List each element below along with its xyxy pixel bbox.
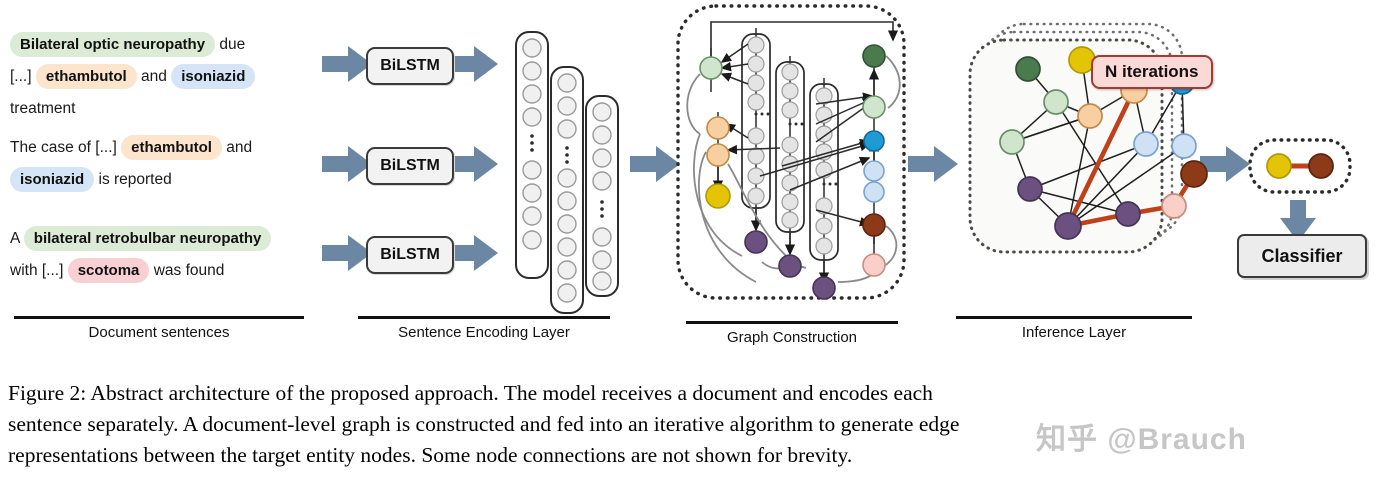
- entity-chip-scotoma: scotoma: [67, 258, 150, 284]
- sentence-1: Bilateral optic neuropathy due [...] eth…: [10, 30, 320, 124]
- sentence-2-text-and: and: [221, 139, 253, 156]
- entity-chip-bilateral-retrobulbar-neuropathy: bilateral retrobulbar neuropathy: [23, 226, 272, 252]
- gc-colored-nodes: [699, 44, 886, 300]
- entity-chip-bilateral-optic-neuropathy: Bilateral optic neuropathy: [10, 32, 216, 58]
- sentence-1-text-due: due: [215, 36, 246, 53]
- gc-sentence-column-2: [775, 56, 805, 256]
- bilstm-box-1: BiLSTM: [366, 47, 454, 85]
- sentence-2-text-is-reported: is reported: [94, 171, 172, 188]
- entity-chip-ethambutol-s2: ethambutol: [121, 135, 222, 161]
- figure-caption-line-2: sentence separately. A document-level gr…: [8, 412, 960, 436]
- figure-caption-line-3: representations between the target entit…: [8, 443, 853, 467]
- inference-layer-panel: [968, 22, 1208, 254]
- layer-caption-graph-construction: Graph Construction: [686, 321, 898, 346]
- edge-representation-output: [1248, 138, 1352, 194]
- figure-caption: Figure 2: Abstract architecture of the p…: [8, 378, 1378, 471]
- bilstm-box-2: BiLSTM: [366, 147, 454, 185]
- classifier-box: Classifier: [1237, 234, 1367, 278]
- n-iterations-badge: N iterations: [1091, 55, 1213, 89]
- architecture-svg-canvas: [322, 4, 1352, 314]
- sentence-3: A bilateral retrobulbar neuropathy with …: [10, 224, 320, 286]
- gc-sentence-column-1: [741, 28, 771, 232]
- sentence-1-text-and: and: [136, 68, 172, 85]
- caption-rule: [686, 321, 898, 324]
- entity-chip-ethambutol-s1: ethambutol: [35, 64, 137, 90]
- sentence-2: The case of [...] ethambutol and isoniaz…: [10, 133, 320, 195]
- inference-graph-nodes: [999, 46, 1208, 240]
- gc-sentence-column-3: [809, 78, 839, 284]
- caption-rule: [358, 316, 610, 319]
- sentence-3-text-a: A: [10, 230, 20, 247]
- layer-caption-inference-layer: Inference Layer: [956, 316, 1192, 341]
- encoded-vector-columns: [515, 31, 619, 314]
- caption-rule: [14, 316, 304, 319]
- sentence-2-text-the-case-of: The case of [...]: [10, 139, 117, 156]
- entity-chip-isoniazid-s1: isoniazid: [171, 64, 256, 90]
- figure-caption-line-1: Figure 2: Abstract architecture of the p…: [8, 381, 933, 405]
- sentence-1-text-treatment: treatment: [10, 100, 76, 117]
- layer-caption-document-sentences: Document sentences: [14, 316, 304, 341]
- entity-chip-isoniazid-s2: isoniazid: [10, 167, 95, 193]
- layer-caption-sentence-encoding-layer: Sentence Encoding Layer: [358, 316, 610, 341]
- bilstm-box-3: BiLSTM: [366, 236, 454, 274]
- sentence-3-text-with: with [...]: [10, 262, 64, 279]
- sentence-3-text-was-found: was found: [149, 262, 225, 279]
- sentence-1-ellipsis: [...]: [10, 68, 32, 85]
- caption-rule: [956, 316, 1192, 319]
- flow-arrows: [322, 46, 1316, 271]
- graph-construction-panel: [676, 4, 906, 300]
